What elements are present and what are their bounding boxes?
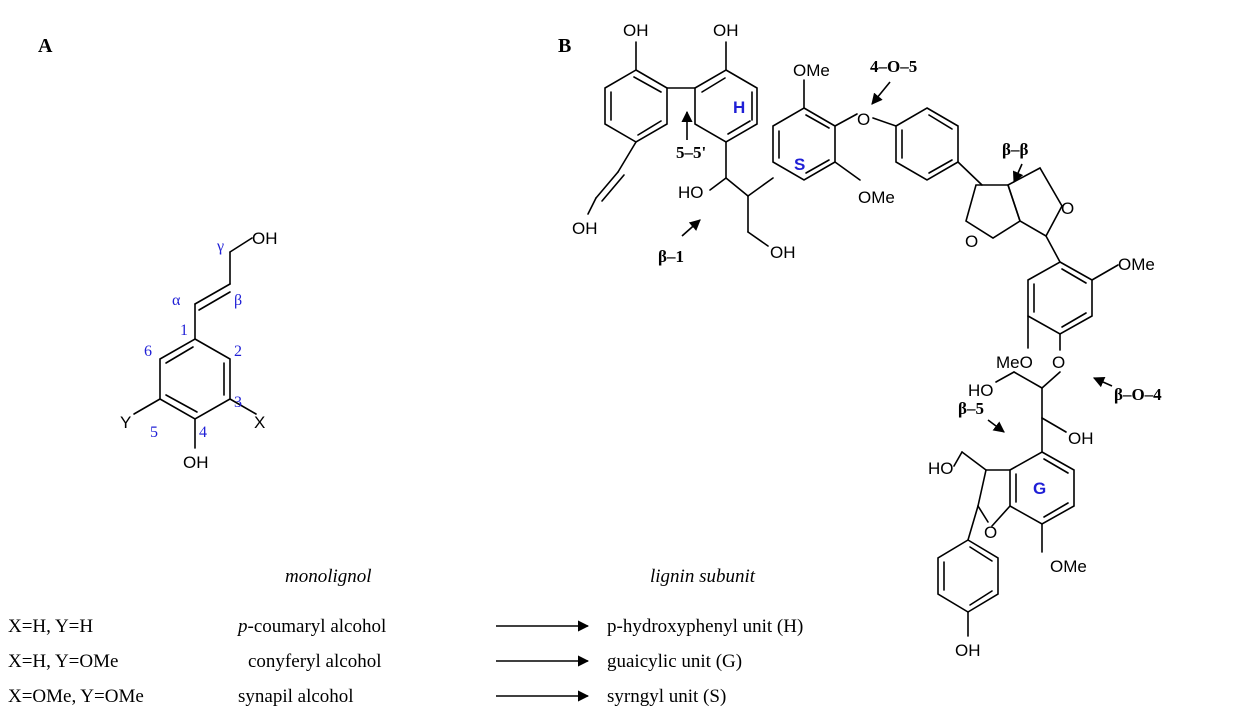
label-c1: 1: [180, 322, 188, 339]
atom-o-furan1: O: [965, 232, 978, 251]
panel-label-b: B: [558, 35, 571, 57]
linkage-beta-o-4: β–O–4: [1114, 385, 1162, 404]
linkage-5-5: 5–5': [676, 143, 706, 162]
linkage-beta-beta: β–β: [1002, 140, 1028, 159]
label-c3: 3: [234, 394, 242, 411]
atom-ho-b5: HO: [928, 459, 954, 478]
atom-ho-alpha: HO: [678, 183, 704, 202]
atom-oh-ringH: OH: [713, 21, 739, 40]
linkage-4-o-5: 4–O–5: [870, 57, 917, 76]
atom-ome-s1: OMe: [793, 61, 830, 80]
label-c4: 4: [199, 424, 207, 441]
atom-oh-4: OH: [183, 453, 209, 472]
atom-x: X: [254, 413, 265, 432]
row3-subunit: syrngyl unit (S): [607, 686, 726, 707]
atom-o-ether-405: O: [857, 110, 870, 129]
atom-oh-ring1: OH: [623, 21, 649, 40]
row1-monolignol: p-coumaryl alcohol: [236, 616, 386, 637]
table-row: X=H, Y=H p-coumaryl alcohol p-hydroxyphe…: [8, 616, 803, 637]
row2-substituents: X=H, Y=OMe: [8, 651, 118, 672]
atom-oh-alpha: OH: [1068, 429, 1094, 448]
atom-ome-s3: OMe: [1118, 255, 1155, 274]
row3-monolignol: synapil alcohol: [238, 686, 354, 707]
linkage-beta-5: β–5: [958, 399, 984, 418]
atom-o-furan2: O: [1061, 199, 1074, 218]
atom-o-ether-bo4: O: [1052, 353, 1065, 372]
label-gamma: γ: [216, 238, 224, 255]
lignin-fragment-bonds: [587, 41, 1119, 637]
label-c5: 5: [150, 424, 158, 441]
label-c6: 6: [144, 343, 152, 360]
atom-y: Y: [120, 413, 131, 432]
panel-label-a: A: [38, 35, 53, 57]
ring-label-h: H: [733, 98, 745, 117]
table-row: X=H, Y=OMe conyferyl alcohol guaicylic u…: [8, 651, 742, 672]
atom-oh-allyl: OH: [572, 219, 598, 238]
atom-ho-gamma: HO: [968, 381, 994, 400]
header-lignin-subunit: lignin subunit: [650, 566, 756, 587]
linkage-arrows: [681, 81, 1113, 433]
row3-substituents: X=OMe, Y=OMe: [8, 686, 144, 707]
atom-oh-gamma-b1: OH: [770, 243, 796, 262]
header-monolignol: monolignol: [285, 566, 372, 587]
row1-subunit: p-hydroxyphenyl unit (H): [607, 616, 803, 637]
atom-oh-phenol: OH: [955, 641, 981, 660]
label-alpha: α: [172, 292, 181, 309]
table-row: X=OMe, Y=OMe synapil alcohol syrngyl uni…: [8, 686, 726, 707]
atom-meo-s4: MeO: [996, 353, 1033, 372]
label-c2: 2: [234, 343, 242, 360]
ring-label-s: S: [794, 155, 805, 174]
linkage-beta-1: β–1: [658, 247, 684, 266]
monolignol-structure: [133, 237, 257, 449]
row2-subunit: guaicylic unit (G): [607, 651, 742, 672]
atom-oh-gamma: OH: [252, 229, 278, 248]
row2-monolignol: conyferyl alcohol: [248, 651, 381, 672]
row1-substituents: X=H, Y=H: [8, 616, 93, 637]
atom-o-dihydrofuran: O: [984, 523, 997, 542]
label-beta: β: [234, 292, 242, 309]
atom-ome-g: OMe: [1050, 557, 1087, 576]
atom-ome-s2: OMe: [858, 188, 895, 207]
ring-label-g: G: [1033, 479, 1046, 498]
